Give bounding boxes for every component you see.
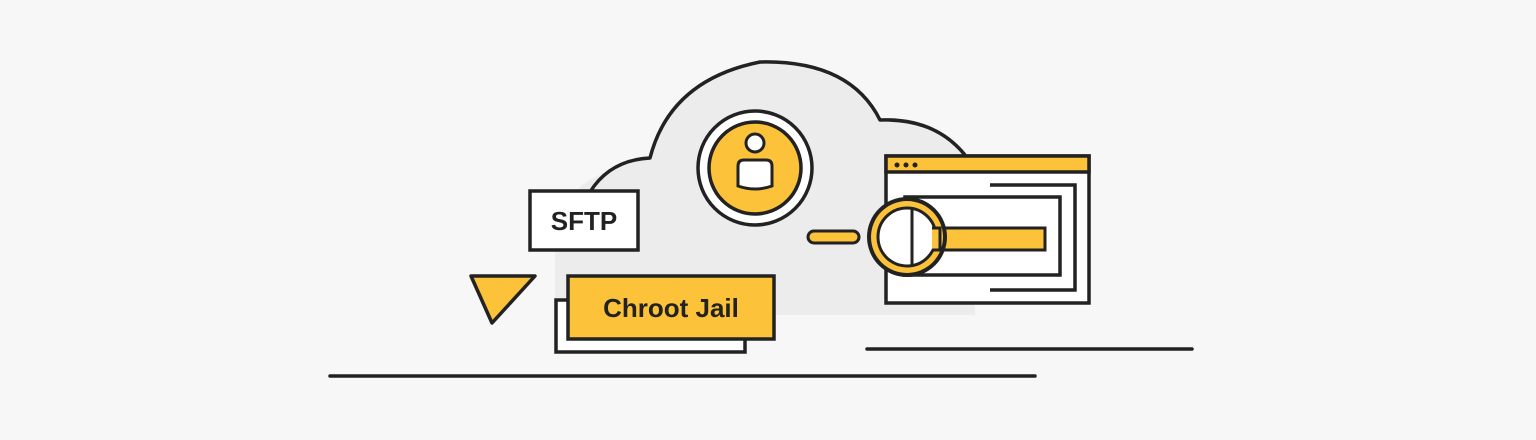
sftp-text: SFTP xyxy=(551,206,617,236)
cursor-pointer-icon xyxy=(469,274,537,325)
chroot-jail-label: Chroot Jail xyxy=(554,274,776,354)
sftp-label: SFTP xyxy=(528,189,640,252)
chroot-jail-text: Chroot Jail xyxy=(603,293,739,323)
user-icon xyxy=(696,109,814,227)
magnifier-icon xyxy=(806,197,947,277)
